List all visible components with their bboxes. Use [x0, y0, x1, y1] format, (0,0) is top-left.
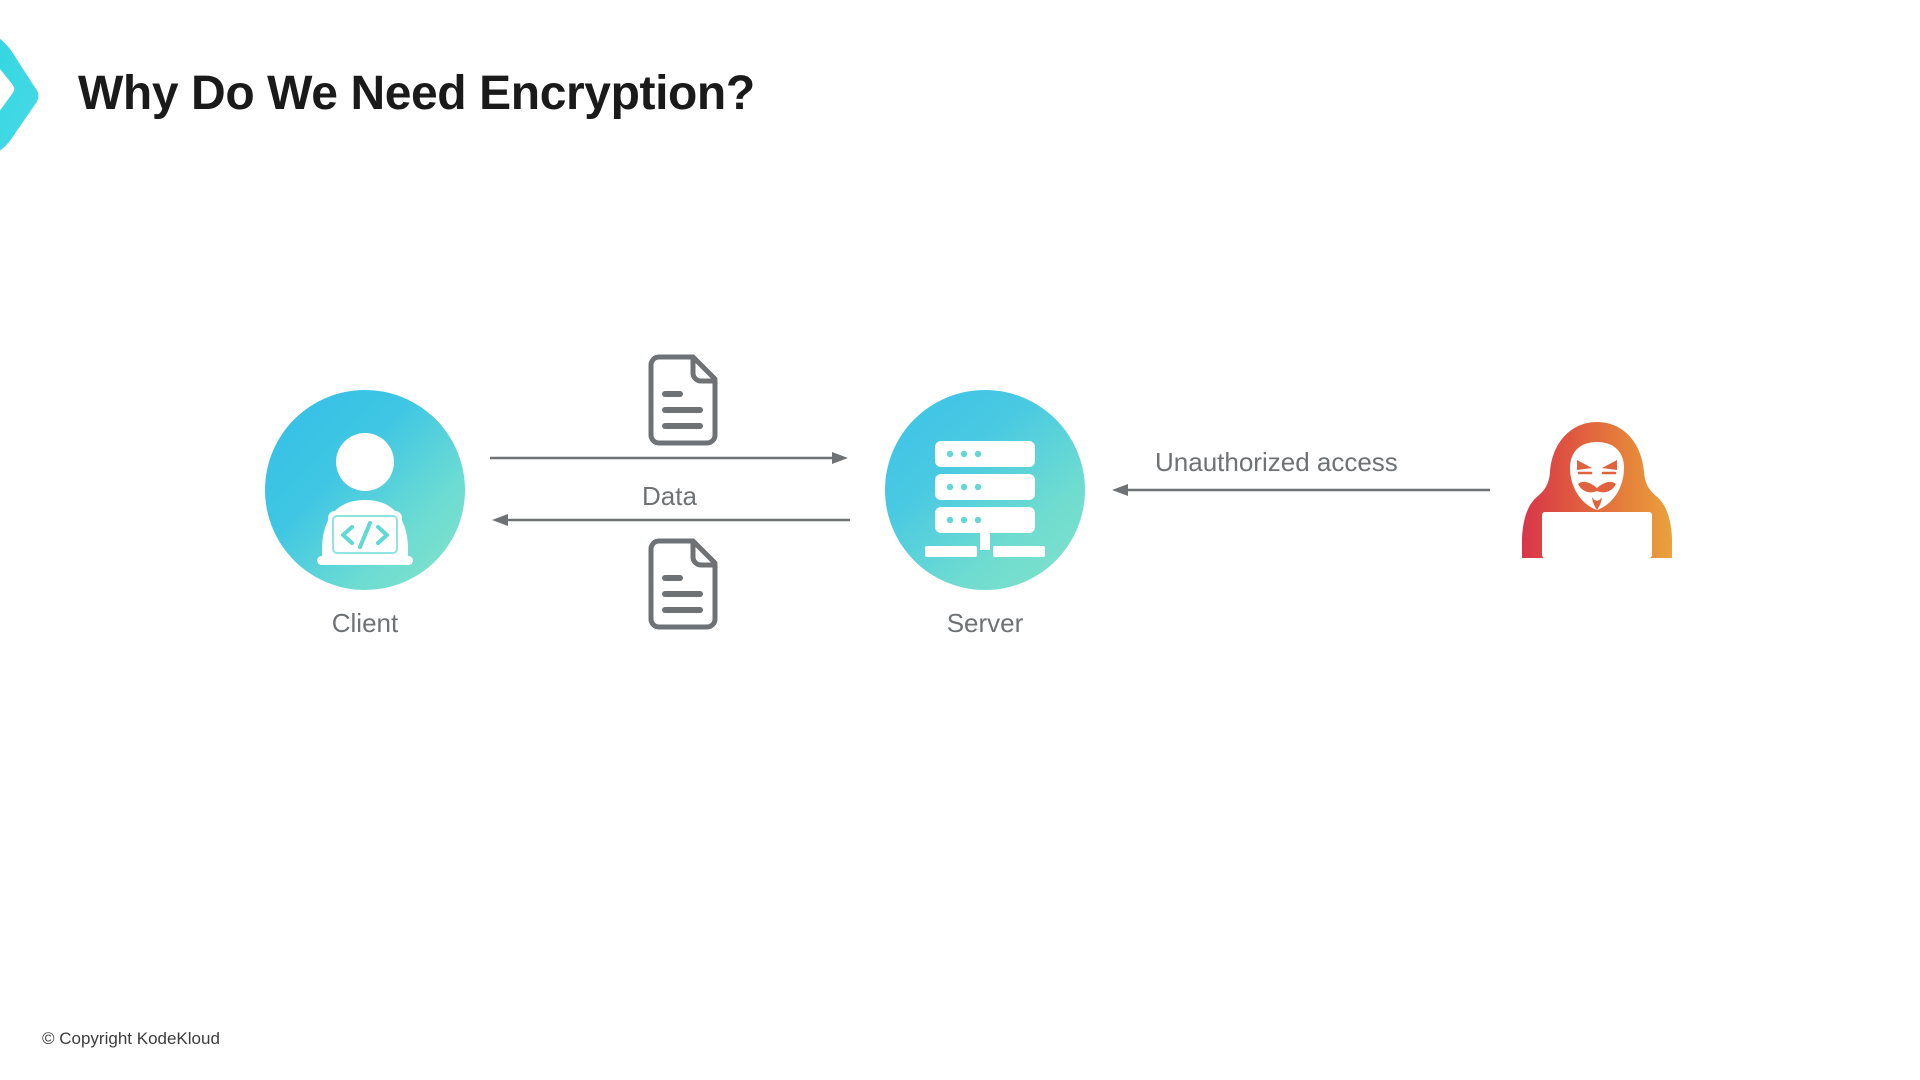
document-icon: [648, 354, 718, 446]
brand-chevron-icon: [0, 28, 64, 158]
diagram-node-client[interactable]: Client: [265, 390, 465, 639]
document-icon: [648, 538, 718, 630]
arrow-hacker-to-server: [1110, 480, 1490, 505]
server-node-label: Server: [946, 608, 1024, 638]
edge-label-unauthorized-access: Unauthorized access: [1155, 447, 1398, 477]
page-title: Why Do We Need Encryption?: [78, 67, 755, 120]
client-node-label: Client: [331, 608, 399, 638]
footer-copyright: © Copyright KodeKloud: [42, 1029, 220, 1048]
person-with-laptop-icon: [317, 433, 413, 565]
document-icon-inbound: [643, 536, 723, 637]
arrow-server-to-client: [490, 510, 850, 535]
server-avatar-circle: [885, 390, 1085, 590]
arrow-left-icon: [492, 514, 850, 526]
document-icon-outbound: [643, 352, 723, 453]
diagram-node-hacker[interactable]: [1520, 420, 1675, 560]
hooded-hacker-mask-icon: [1522, 422, 1672, 558]
diagram-node-server[interactable]: Server: [885, 390, 1085, 639]
arrow-right-icon: [490, 452, 848, 464]
edge-label-data: Data: [642, 481, 697, 511]
arrow-client-to-server: [490, 448, 850, 473]
server-rack-icon: [925, 441, 1045, 557]
arrow-left-icon: [1112, 484, 1490, 496]
client-avatar-circle: [265, 390, 465, 590]
